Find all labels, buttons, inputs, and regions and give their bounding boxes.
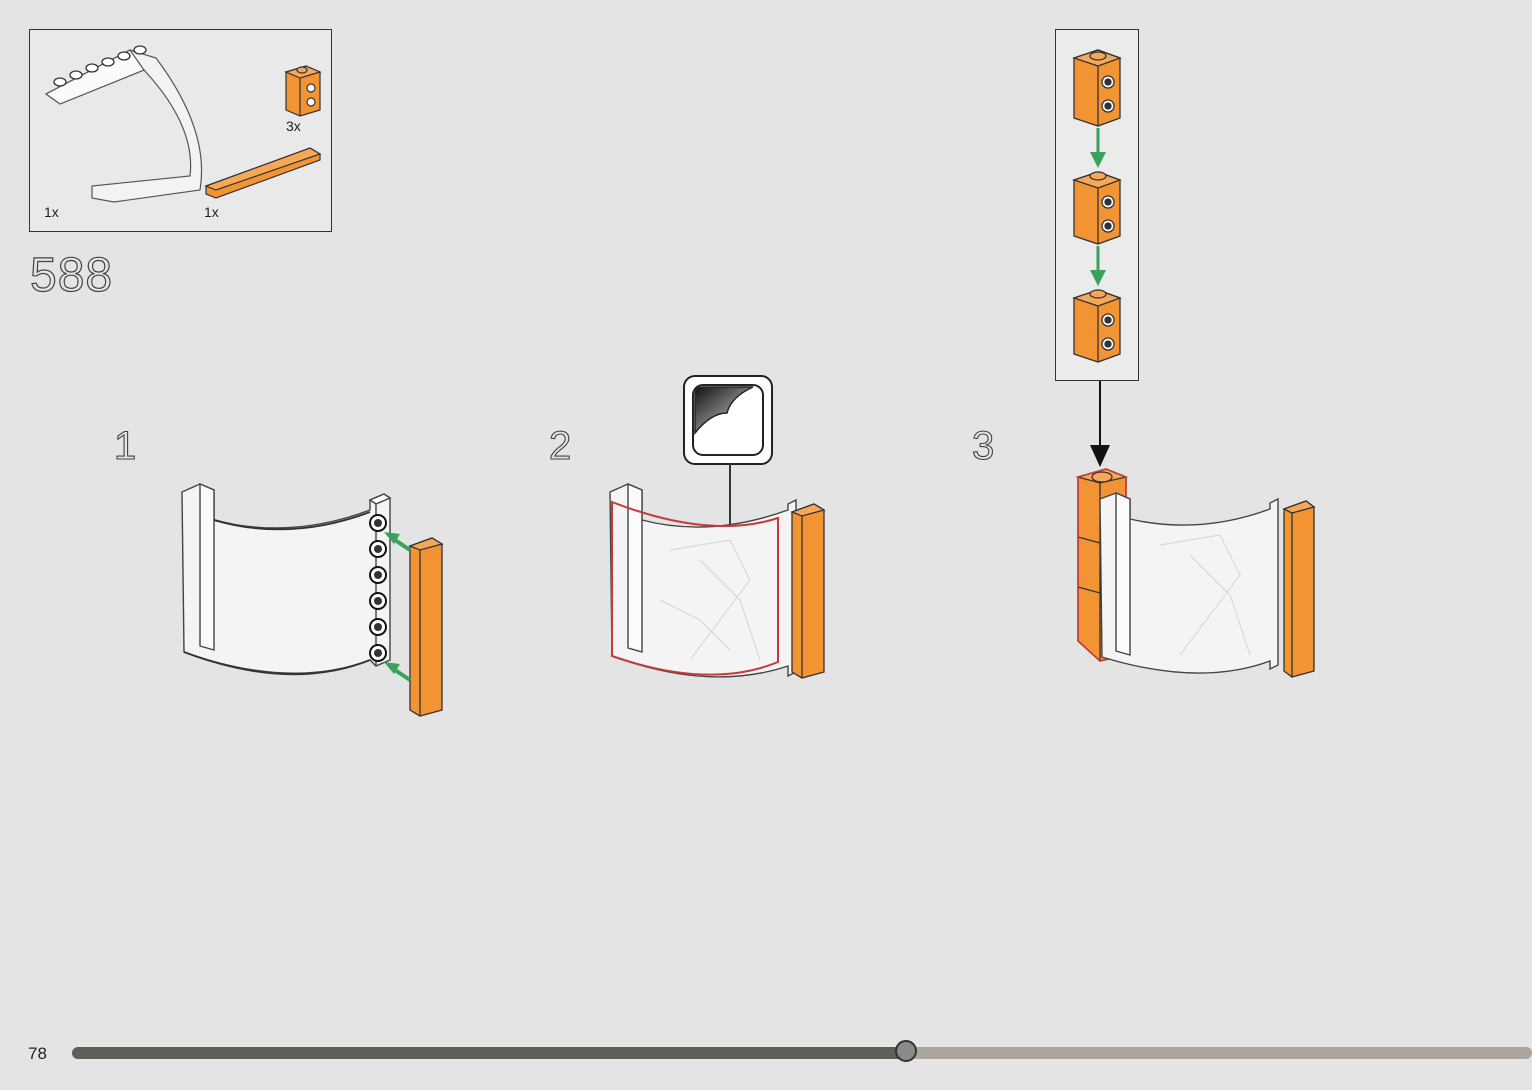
- stack-brick-top: [1074, 50, 1120, 126]
- brick-stack-callout: [1055, 29, 1139, 381]
- orange-brick-part: [286, 66, 320, 116]
- stack-brick-middle: [1074, 172, 1120, 244]
- brick-stack-illustration: [1056, 30, 1140, 382]
- substep-label-2: 2: [549, 424, 571, 469]
- progress-handle[interactable]: [895, 1040, 917, 1062]
- brick-quantity: 3x: [286, 118, 301, 134]
- tile-quantity: 1x: [204, 204, 219, 220]
- substep-label-3: 3: [972, 424, 994, 469]
- progress-bar: [72, 1047, 1532, 1059]
- sticker-callout: [683, 375, 773, 465]
- sticker-icon: [691, 383, 765, 457]
- stack-brick-bottom: [1074, 290, 1120, 362]
- page-number: 78: [28, 1044, 47, 1064]
- substep-1-illustration: [170, 480, 460, 725]
- orange-tile-part: [206, 148, 320, 198]
- panel-quantity: 1x: [44, 204, 59, 220]
- substep-2-illustration: [600, 480, 840, 690]
- substep-3-illustration: [1070, 465, 1330, 690]
- callout-down-arrow: [1088, 381, 1112, 471]
- substep-label-1: 1: [114, 424, 136, 469]
- step-number: 588: [30, 248, 113, 303]
- progress-fill: [72, 1047, 906, 1059]
- curved-panel-part: [46, 50, 202, 202]
- parts-list-box: 1x 3x 1x: [29, 29, 332, 232]
